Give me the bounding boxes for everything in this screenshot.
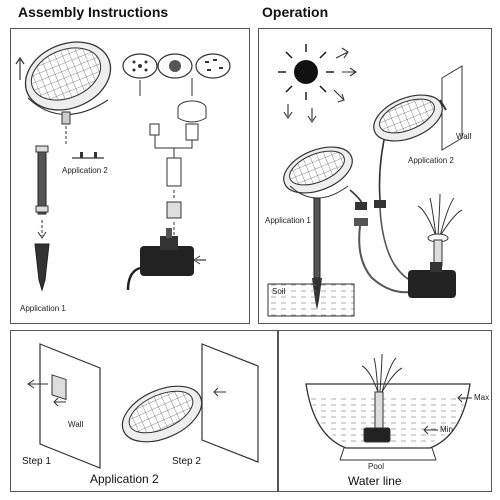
- fountain-icon: [417, 193, 463, 267]
- assembly-application-1-label: Application 1: [20, 304, 66, 313]
- step1-label: Step 1: [22, 456, 51, 467]
- application2-panel: [10, 330, 278, 492]
- min-label: Min: [440, 425, 453, 434]
- arrow-up-icon: [15, 56, 25, 80]
- min-arrow-icon: [423, 425, 438, 435]
- wall-mounted-panel-icon: [373, 94, 447, 142]
- cable-connector-icon: [354, 200, 386, 226]
- solar-panel-icon: [24, 41, 112, 125]
- water-line-title: Water line: [348, 474, 402, 488]
- soil-area: [267, 283, 355, 317]
- step1-wall-icon: [27, 343, 101, 469]
- pool-fountain-icon: [361, 353, 403, 443]
- step2-wall-icon: [201, 343, 259, 463]
- wall-icon: [441, 65, 463, 151]
- max-arrow-icon: [457, 393, 472, 403]
- operation-pump-icon: [408, 262, 456, 298]
- wall-bracket-icon: [72, 152, 104, 159]
- pool-bowl-icon: [305, 383, 471, 461]
- operation-heading: Operation: [262, 4, 329, 20]
- application2-title: Application 2: [90, 472, 159, 486]
- operation-application-1-label: Application 1: [265, 216, 311, 225]
- ground-panel-icon: [283, 146, 353, 310]
- application2-wall-label: Wall: [68, 420, 84, 429]
- operation-wall-label: Wall: [456, 132, 472, 141]
- adapter-icon: [149, 100, 207, 158]
- assembly-panel: [10, 28, 250, 324]
- assembly-application-2-label: Application 2: [62, 166, 108, 175]
- stake-icon: [34, 145, 50, 292]
- pool-label: Pool: [368, 462, 385, 471]
- max-label: Max: [474, 393, 490, 402]
- assembly-heading: Assembly Instructions: [18, 4, 169, 20]
- step2-label: Step 2: [172, 456, 201, 467]
- water-line-panel: [278, 330, 492, 492]
- operation-panel: [258, 28, 492, 324]
- sun-rays-arrows-icon: [283, 47, 357, 123]
- operation-application-2-label: Application 2: [408, 156, 454, 165]
- extension-tube-icon: [166, 157, 182, 236]
- sun-icon: [278, 44, 334, 100]
- step2-panel-icon: [121, 379, 212, 443]
- pump-icon: [126, 228, 206, 291]
- nozzle-heads-icon: [122, 53, 231, 96]
- operation-soil-label: Soil: [272, 287, 286, 296]
